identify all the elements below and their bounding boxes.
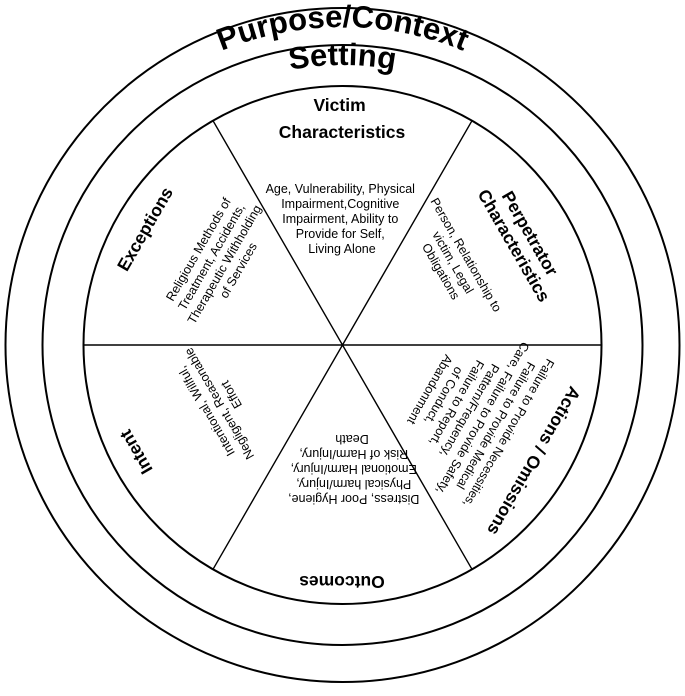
segment-body: Religious Methods of Treatment, Accident… bbox=[159, 185, 279, 334]
segment-body: Age, Vulnerability, Physical Impairment,… bbox=[266, 182, 419, 256]
segment-title: Exceptions bbox=[113, 183, 177, 274]
outer-ring bbox=[4, 7, 681, 683]
segment-title: Victim Characteristics bbox=[279, 95, 406, 142]
segment-intent: Intent Intentional, Willful, Negligent, … bbox=[115, 335, 270, 477]
segment-title: Outcomes bbox=[299, 572, 385, 592]
segment-victim-characteristics: Victim Characteristics Age, Vulnerabilit… bbox=[266, 95, 419, 256]
segment-exceptions: Exceptions Religious Methods of Treatmen… bbox=[113, 183, 279, 334]
segment-outcomes: Outcomes Distress, Poor Hygiene, Physica… bbox=[285, 432, 420, 592]
segment-body: Distress, Poor Hygiene, Physical harm/In… bbox=[285, 432, 420, 506]
spoke-diagonal-right bbox=[212, 120, 473, 570]
segment-title: Intent bbox=[115, 426, 156, 477]
middle-ring bbox=[41, 44, 644, 646]
setting-label: Setting bbox=[286, 37, 399, 77]
segment-body: Intentional, Willful, Negligent, Reasona… bbox=[167, 335, 270, 470]
